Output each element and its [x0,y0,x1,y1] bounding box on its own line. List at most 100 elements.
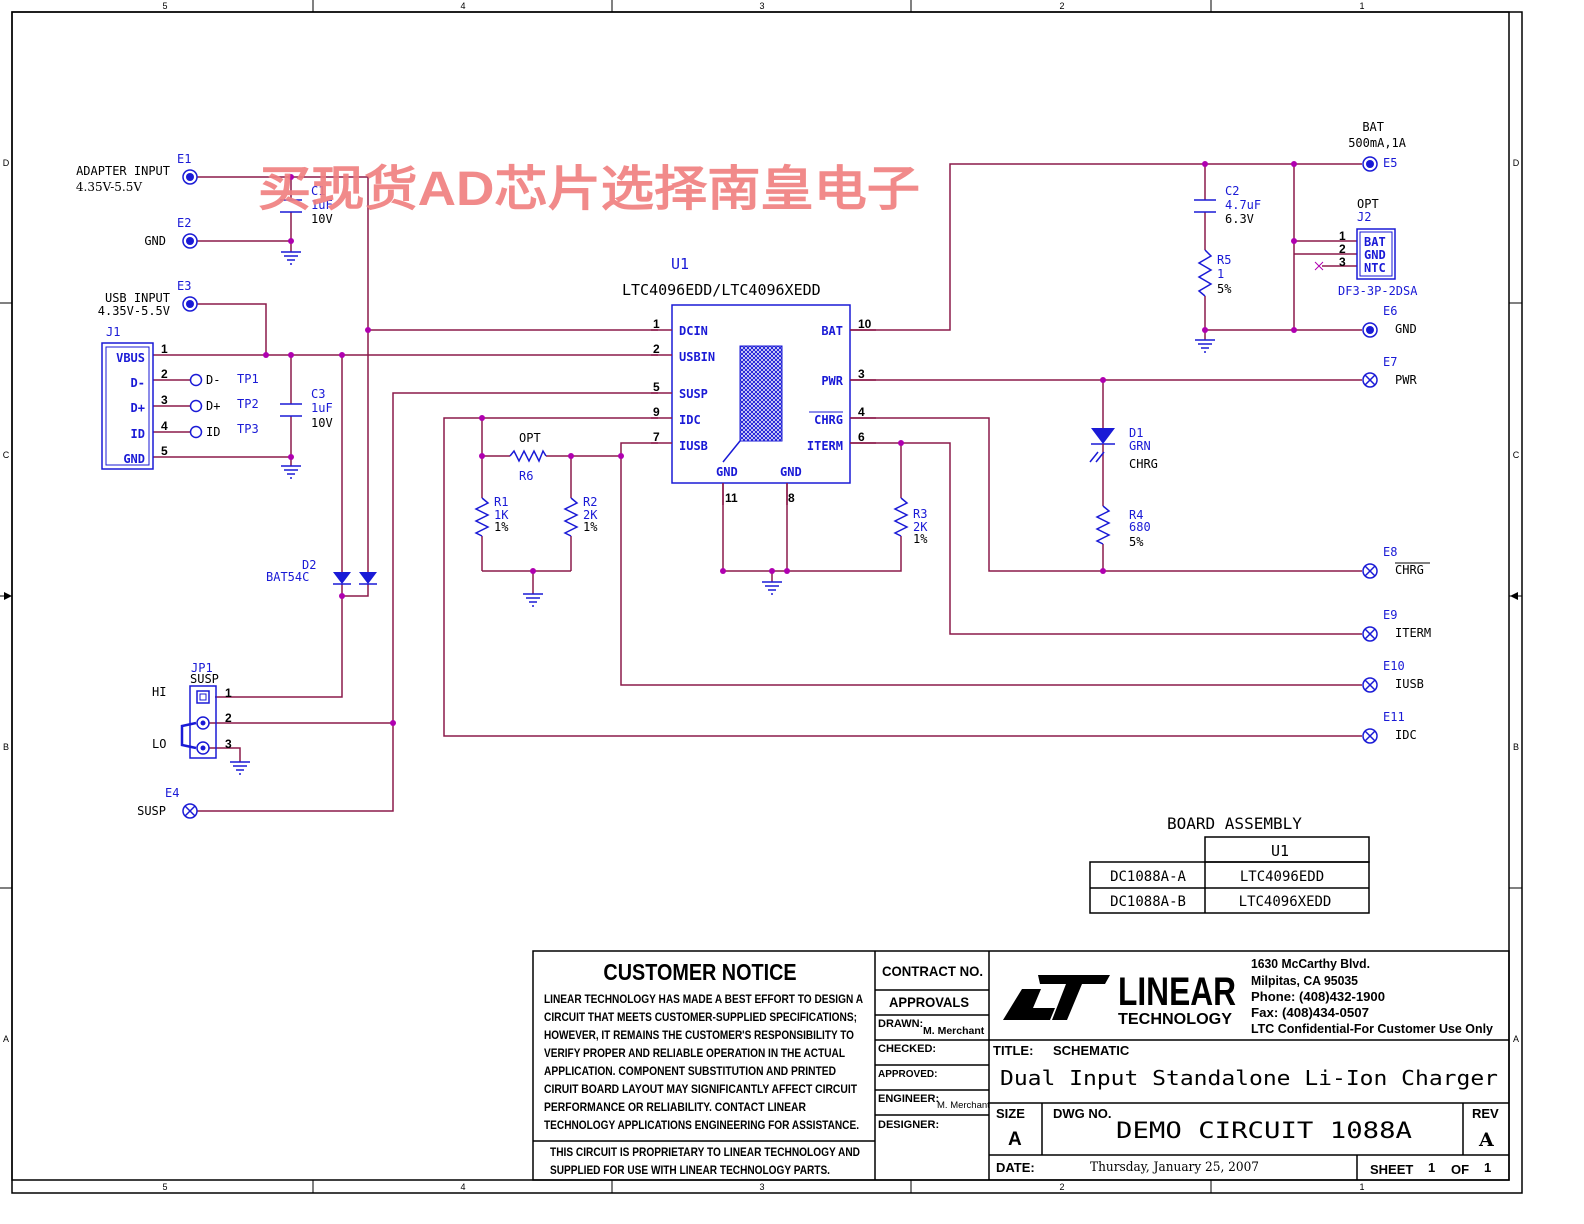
testpoint-icons [189,373,203,439]
board-assembly-board: DC1088A-A [1110,869,1186,885]
turret-e4-icon [182,803,198,819]
r1-value: 1K [494,508,509,522]
jp1-ref: JP1 [191,661,213,675]
jp1-pin-num: 2 [225,711,232,725]
terminal-symbols [182,156,1378,819]
address-line: 1630 McCarthy Blvd. [1251,956,1370,971]
u1-pin-num: 7 [653,430,660,444]
date-value: Thursday, January 25, 2007 [1090,1160,1259,1175]
resistor-r2-icon [563,497,579,537]
engineer-label: ENGINEER: [878,1093,939,1105]
logo-text: LINEAR [1118,970,1236,1014]
row-label-left-a: A [3,1034,9,1044]
tp3-ref: TP3 [237,422,259,436]
turret-e10-icon [1362,677,1378,693]
watermark-text: 买现货AD芯片选择南皇电子 [258,163,920,216]
j2-pin-num: 2 [1339,242,1346,256]
size-value: A [1008,1129,1022,1150]
junction-dots [263,161,1297,726]
d1-color: GRN [1129,439,1151,453]
u1-pin-num: 5 [653,380,660,394]
j1-pin-num: 3 [161,393,168,407]
u1-pin-name: GND [780,465,802,479]
c2-value: 4.7uF [1225,198,1261,212]
tp3-name: ID [206,425,220,439]
u1-pin-num: 1 [653,317,660,331]
j1-pin-name: ID [131,427,145,441]
wires [153,163,1362,812]
c3-value: 1uF [311,401,333,415]
e11-label: IDC [1395,728,1417,742]
u1-ref: U1 [671,255,689,273]
notice-line: TECHNOLOGY APPLICATIONS ENGINEERING FOR … [544,1120,859,1132]
e8-label: CHRG [1395,563,1424,577]
designer-label: DESIGNER: [878,1119,939,1131]
terminal-e1-icon [182,169,198,185]
jp1-pin-num: 3 [225,737,232,751]
e7-label: PWR [1395,373,1417,387]
c1-ref: C1 [311,184,325,198]
c3-voltage: 10V [311,416,333,430]
logo-subtext: TECHNOLOGY [1118,1011,1232,1028]
title-block: CUSTOMER NOTICE LINEAR TECHNOLOGY HAS MA… [532,950,1510,1181]
dwg-no-label: DWG NO. [1053,1106,1112,1121]
dwg-no-value: DEMO CIRCUIT 1088A [1116,1119,1412,1144]
proprietary-line: THIS CIRCUIT IS PROPRIETARY TO LINEAR TE… [550,1147,860,1159]
date-label: DATE: [996,1160,1035,1175]
col-label-bottom-4: 4 [460,1182,465,1192]
e5-ref: E5 [1383,156,1397,170]
r4-tolerance: 5% [1129,535,1144,549]
j1-pin-num: 5 [161,444,168,458]
terminal-e5-icon [1362,156,1378,172]
resistor-r3-icon [893,497,909,537]
r2-tolerance: 1% [583,520,598,534]
row-label-right-a: A [1513,1034,1519,1044]
c1-voltage: 10V [311,212,333,226]
capacitor-c3-icon [280,403,302,417]
j1-pin-num: 4 [161,419,168,433]
e6-ref: E6 [1383,304,1397,318]
jp1-pin-num: 1 [225,686,232,700]
e1-ref: E1 [177,152,191,166]
connector-j1: J1 VBUS D- D+ ID GND 1 2 3 4 5 [101,325,168,470]
title-label: TITLE: [993,1043,1033,1058]
approved-label: APPROVED: [878,1069,937,1080]
e3-sub: 4.35V-5.5V [98,304,170,318]
j1-pin-name: GND [123,452,145,466]
e1-label: ADAPTER INPUT [76,164,170,178]
testpoint-labels: D- D+ ID TP1 TP2 TP3 [206,372,259,439]
resistor-r1-icon [474,497,490,537]
ground-symbols [230,251,1215,775]
notice-line: APPLICATION. COMPONENT SUBSTITUTION AND … [544,1066,836,1078]
j2-opt: OPT [1357,197,1379,211]
e3-label: USB INPUT [105,291,170,305]
e3-ref: E3 [177,279,191,293]
notice-line: CIRUIT BOARD LAYOUT MAY SIGNIFICANTLY AF… [544,1084,857,1096]
j2-pin-name: NTC [1364,261,1386,275]
address-line: Fax: (408)434-0507 [1251,1005,1369,1020]
j2-pin-num: 3 [1339,255,1346,269]
e5-label: BAT [1362,120,1384,134]
address-line: LTC Confidential-For Customer Use Only [1251,1021,1494,1036]
r1-ref: R1 [494,495,508,509]
d1-function: CHRG [1129,457,1158,471]
r5-ref: R5 [1217,253,1231,267]
turret-e9-icon [1362,626,1378,642]
col-label-bottom-2: 2 [1059,1182,1064,1192]
j2-pin-name: BAT [1364,235,1386,249]
resistor-r5-icon [1197,249,1213,297]
j1-pin-name: VBUS [116,351,145,365]
r3-value: 2K [913,520,928,534]
r6-opt: OPT [519,431,541,445]
col-label-top-4: 4 [460,1,465,11]
e11-ref: E11 [1383,710,1405,724]
ground-icon [281,251,301,265]
notice-line: PERFORMANCE OR RELIABILITY. CONTACT LINE… [544,1102,807,1114]
board-assembly-u1: LTC4096EDD [1240,869,1324,885]
j2-pin-name: GND [1364,248,1386,262]
linear-technology-logo: LINEAR TECHNOLOGY [1003,970,1236,1028]
j2-pin-num: 1 [1339,229,1346,243]
u1-pin-num: 9 [653,405,660,419]
u1-pin-name: BAT [821,324,843,338]
r3-tolerance: 1% [913,532,928,546]
